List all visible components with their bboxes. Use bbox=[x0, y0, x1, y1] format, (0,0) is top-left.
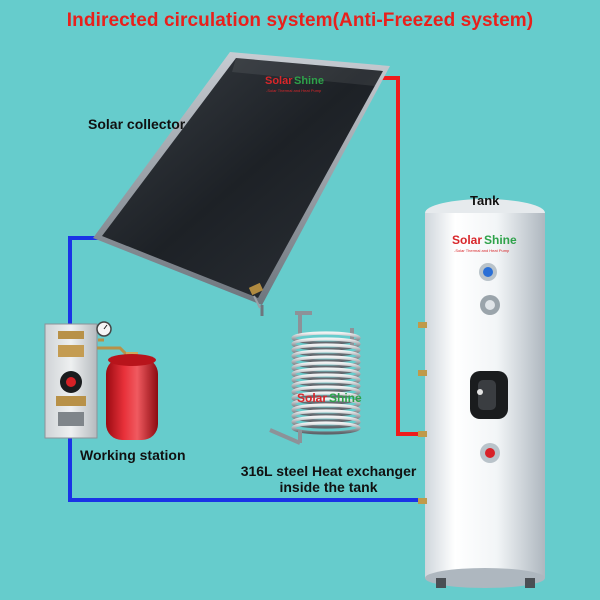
svg-text:Solar: Solar bbox=[265, 75, 293, 87]
expansion-vessel bbox=[106, 352, 158, 440]
hot-pipe bbox=[380, 76, 428, 436]
svg-text:Shine: Shine bbox=[294, 75, 324, 87]
tank-logo: Solar Shine -Solar Thermal and Heat Pump bbox=[452, 233, 517, 253]
svg-text:-Solar Thermal and Heat Pump: -Solar Thermal and Heat Pump bbox=[454, 248, 510, 253]
coil-turn bbox=[291, 409, 361, 423]
coil-turn bbox=[291, 385, 361, 399]
coil-turn bbox=[291, 415, 361, 429]
solar-collector-label: Solar collector bbox=[88, 116, 186, 132]
collector-logo: Solar Shine -Solar Thermal and Heat Pump bbox=[265, 75, 324, 93]
svg-text:Shine: Shine bbox=[484, 233, 517, 247]
coil-turn bbox=[291, 337, 361, 351]
heat-exchanger-label-line2: inside the tank bbox=[279, 479, 378, 495]
coil-turn bbox=[291, 367, 361, 381]
coil-turn bbox=[291, 343, 361, 357]
page-title: Indirected circulation system(Anti-Freez… bbox=[66, 10, 534, 31]
svg-text:Shine: Shine bbox=[329, 391, 362, 405]
coil-turn bbox=[291, 373, 361, 387]
svg-text:Solar: Solar bbox=[297, 391, 327, 405]
tank-label: Tank bbox=[470, 193, 500, 208]
working-station-label: Working station bbox=[80, 447, 186, 463]
coil-logo: Solar Shine bbox=[297, 391, 362, 405]
coil-turn bbox=[291, 331, 361, 345]
coil-turn bbox=[291, 379, 361, 393]
svg-text:Solar: Solar bbox=[452, 233, 482, 247]
heat-exchanger-label-line1: 316L steel Heat exchanger bbox=[240, 463, 417, 479]
solar-collector bbox=[93, 52, 390, 316]
coil-turn bbox=[291, 349, 361, 363]
heat-exchanger-coil bbox=[269, 311, 361, 445]
heat-exchanger-label: 316L steel Heat exchanger inside the tan… bbox=[226, 463, 431, 495]
coil-turn bbox=[291, 421, 361, 435]
svg-text:-Solar Thermal and Heat Pump: -Solar Thermal and Heat Pump bbox=[266, 88, 322, 93]
coil-turn bbox=[291, 397, 361, 411]
coil-turn bbox=[291, 403, 361, 417]
storage-tank bbox=[418, 199, 545, 588]
coil-turn bbox=[291, 391, 361, 405]
coil-turn bbox=[291, 355, 361, 369]
coil-turn bbox=[291, 361, 361, 375]
working-station bbox=[44, 323, 98, 439]
